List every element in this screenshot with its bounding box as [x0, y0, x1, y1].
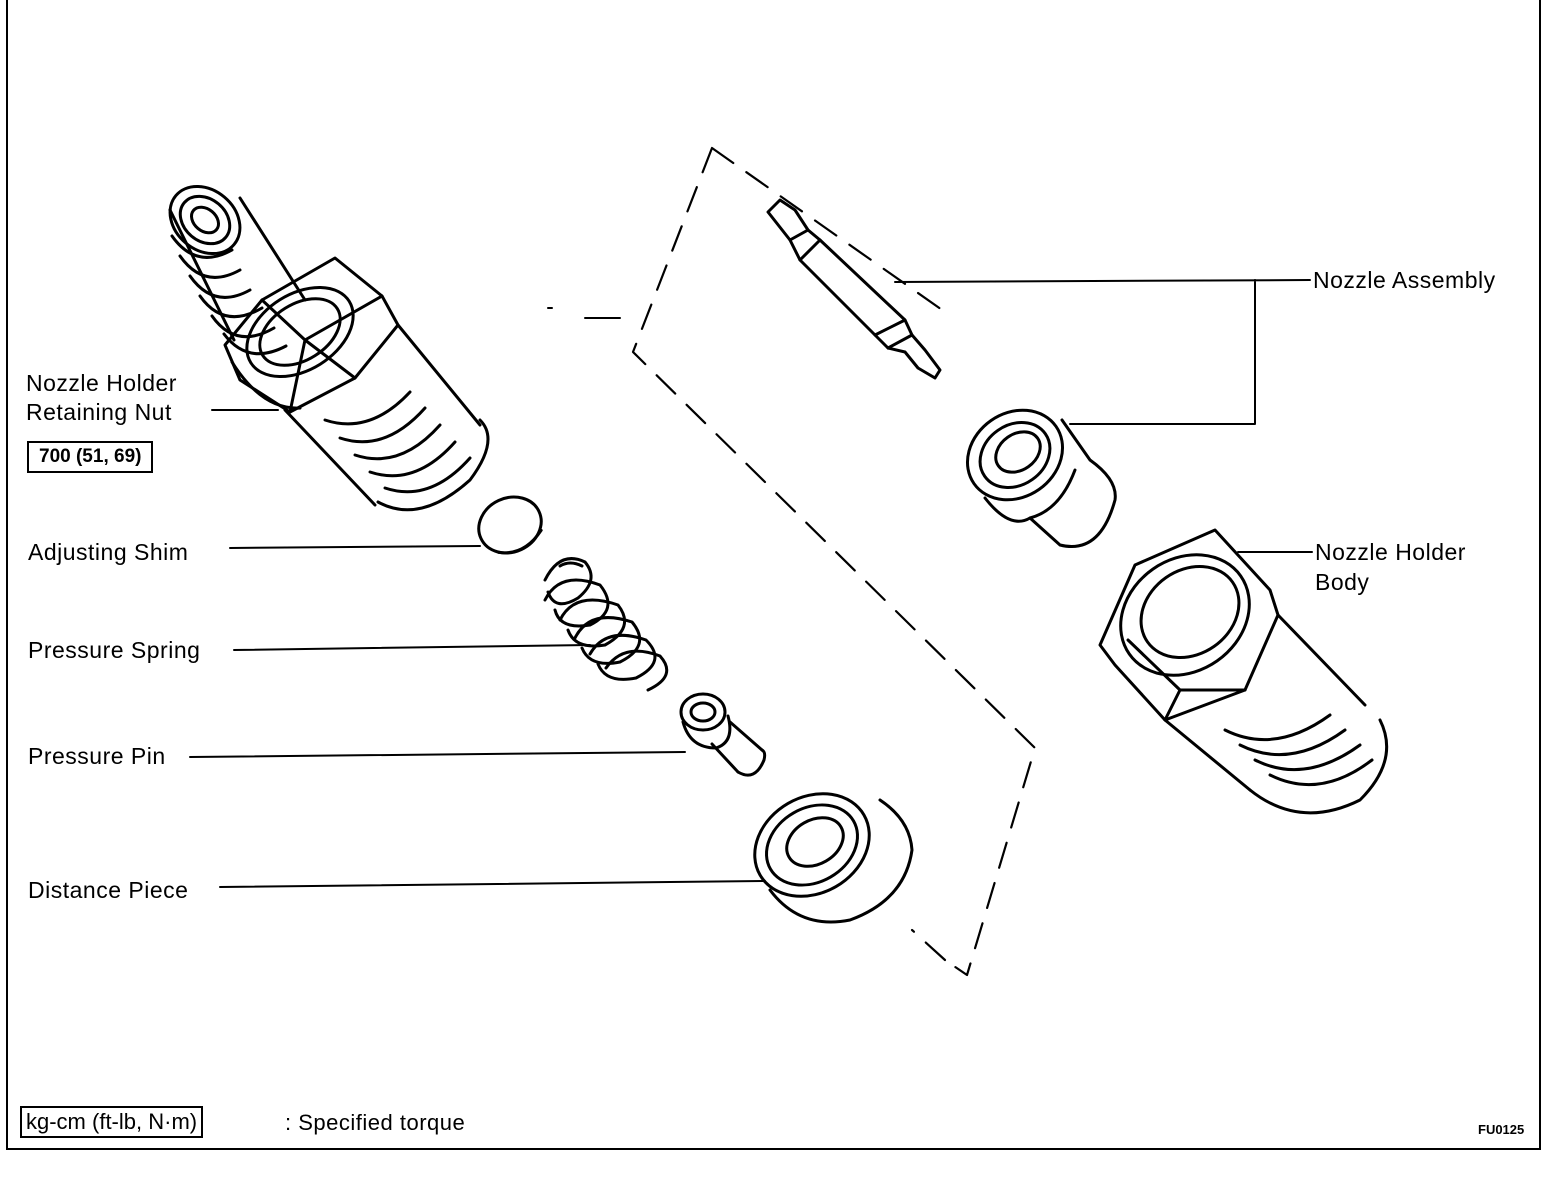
label-pressure-spring: Pressure Spring: [28, 637, 201, 663]
distance-piece-illustration: [753, 792, 914, 924]
label-nozzle-holder-retaining-nut-2: Retaining Nut: [26, 399, 172, 425]
torque-value-box: 700 (51, 69): [27, 441, 154, 473]
nozzle-needle-illustration: [766, 198, 942, 380]
legend-unit-box: kg-cm (ft-lb, N·m): [20, 1106, 204, 1138]
dashed-stub: [547, 307, 621, 319]
pressure-spring-illustration: [543, 557, 669, 692]
leader-nozzle-assembly: [894, 279, 1311, 425]
label-nozzle-holder-body-2: Body: [1315, 569, 1370, 595]
pressure-pin-illustration: [679, 692, 767, 777]
leader-distance-piece: [219, 880, 766, 888]
label-nozzle-assembly: Nozzle Assembly: [1313, 267, 1496, 293]
legend-description: : Specified torque: [285, 1110, 466, 1135]
leader-lines: [189, 279, 1313, 888]
nozzle-holder-body-illustration: [1098, 528, 1389, 815]
dashed-group-outline-gap: [910, 928, 947, 962]
label-adjusting-shim: Adjusting Shim: [28, 539, 189, 565]
leader-pressure-pin: [189, 751, 686, 758]
label-pressure-pin: Pressure Pin: [28, 743, 166, 769]
adjusting-shim-illustration: [477, 495, 543, 555]
retaining-nut-illustration: [168, 184, 490, 512]
nozzle-body-illustration: [965, 408, 1117, 548]
label-distance-piece: Distance Piece: [28, 877, 189, 903]
diagram-frame: [6, 0, 1541, 1150]
label-nozzle-holder-body-1: Nozzle Holder: [1315, 539, 1466, 565]
dashed-group-outline: [631, 146, 1037, 977]
label-nozzle-holder-retaining-nut-1: Nozzle Holder: [26, 370, 177, 396]
leader-adjusting-shim: [229, 545, 481, 549]
figure-code: FU0125: [1478, 1122, 1525, 1137]
leader-pressure-spring: [233, 644, 591, 651]
